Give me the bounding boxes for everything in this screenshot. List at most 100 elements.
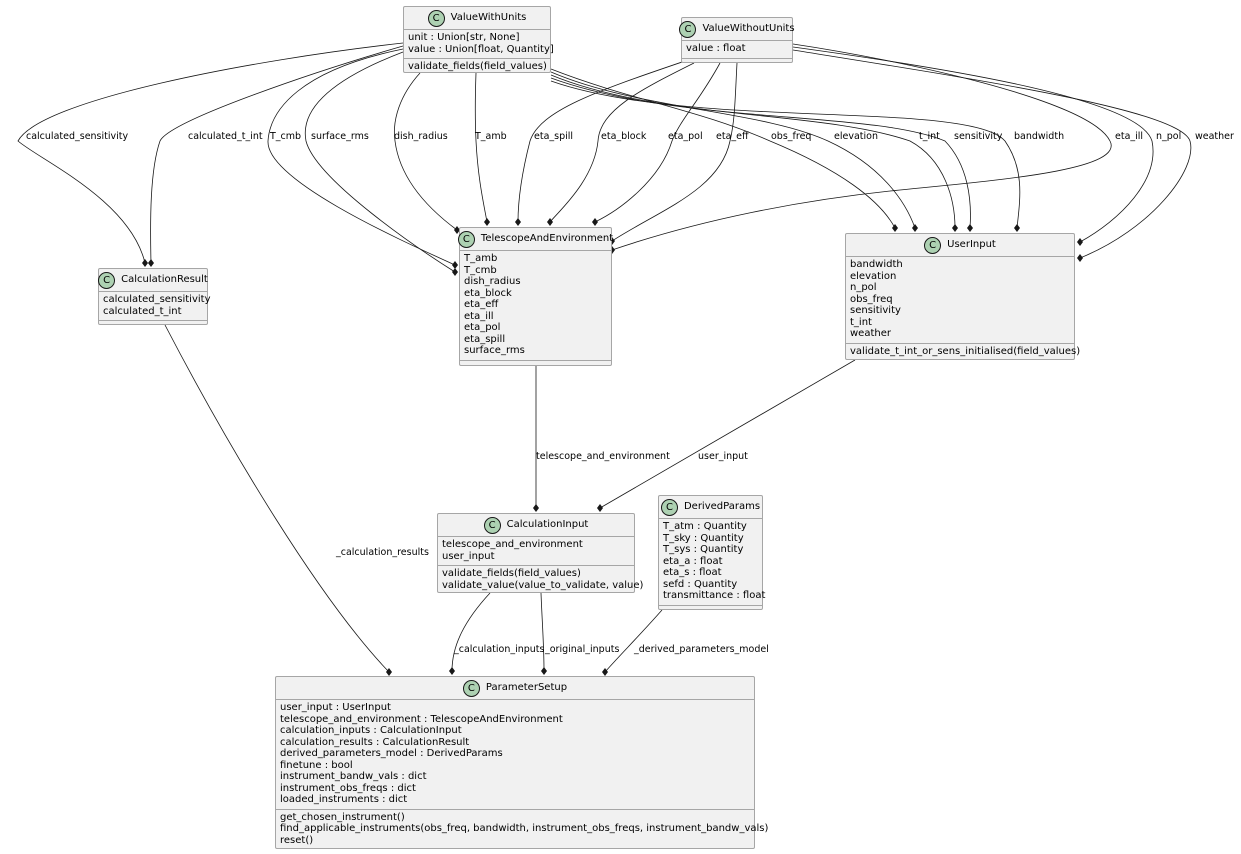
class-userinput[interactable]: C UserInput bandwidth elevation n_pol ob… bbox=[845, 233, 1081, 361]
class-calculationresult[interactable]: C CalculationResult calculated_sensitivi… bbox=[98, 268, 211, 325]
field: value : float bbox=[686, 43, 746, 54]
class-c-icon: C bbox=[679, 20, 697, 38]
composition-diamond-icon bbox=[1077, 238, 1083, 246]
fields-section: user_input : UserInput telescope_and_env… bbox=[276, 700, 754, 810]
composition-diamond-icon bbox=[454, 226, 460, 234]
edge-label: dish_radius bbox=[394, 131, 448, 142]
edge-label: n_pol bbox=[1156, 131, 1182, 142]
field: T_atm : Quantity bbox=[663, 521, 747, 532]
association-line bbox=[594, 62, 721, 223]
field: derived_parameters_model : DerivedParams bbox=[280, 748, 503, 759]
composition-diamond-icon bbox=[967, 224, 973, 232]
class-name: ParameterSetup bbox=[485, 682, 568, 694]
field: T_sky : Quantity bbox=[663, 532, 744, 544]
methods-section bbox=[682, 59, 792, 68]
edge-label: elevation bbox=[834, 131, 878, 142]
composition-diamond-icon bbox=[892, 224, 898, 232]
class-valuewithunits[interactable]: C ValueWithUnits unit : Union[str, None]… bbox=[403, 6, 554, 73]
methods-section: get_chosen_instrument() find_applicable_… bbox=[276, 810, 769, 850]
composition-diamond-icon bbox=[952, 224, 958, 232]
class-header: C CalculationInput bbox=[438, 514, 634, 537]
edge-label: eta_eff bbox=[716, 131, 749, 142]
edge-label: _derived_parameters_model bbox=[634, 644, 769, 655]
field: transmittance : float bbox=[663, 590, 766, 601]
edge-label: user_input bbox=[698, 451, 748, 462]
association-line bbox=[550, 68, 896, 229]
composition-diamond-icon bbox=[592, 218, 598, 226]
field: eta_spill bbox=[464, 333, 506, 345]
field: surface_rms bbox=[464, 345, 525, 356]
composition-diamond-icon bbox=[547, 218, 553, 226]
edge-label: surface_rms bbox=[311, 131, 369, 142]
edge-label: t_int bbox=[919, 131, 940, 142]
association-line bbox=[604, 609, 663, 673]
methods-section: validate_fields(field_values) validate_v… bbox=[438, 566, 643, 594]
field: eta_eff bbox=[464, 299, 499, 310]
composition-diamond-icon bbox=[533, 504, 539, 512]
field: instrument_obs_freqs : dict bbox=[280, 782, 416, 794]
edge-label: sensitivity bbox=[954, 131, 1003, 142]
field: T_cmb bbox=[464, 264, 497, 276]
association-line bbox=[267, 48, 456, 266]
field: calculated_sensitivity bbox=[103, 294, 211, 305]
class-c-icon: C bbox=[457, 230, 475, 248]
composition-diamond-icon bbox=[484, 218, 490, 226]
fields-section: telescope_and_environment user_input bbox=[438, 537, 634, 566]
method: find_applicable_instruments(obs_freq, ba… bbox=[280, 823, 769, 834]
class-name: DerivedParams bbox=[683, 501, 761, 513]
composition-diamond-icon bbox=[1077, 254, 1083, 262]
class-calculationinput[interactable]: C CalculationInput telescope_and_environ… bbox=[437, 513, 643, 594]
association-line bbox=[164, 324, 390, 673]
association-line bbox=[550, 71, 916, 229]
methods-section bbox=[659, 606, 762, 615]
composition-diamond-icon bbox=[452, 268, 458, 276]
method: get_chosen_instrument() bbox=[280, 811, 405, 823]
field: dish_radius bbox=[464, 276, 521, 287]
class-header: C ValueWithUnits bbox=[404, 7, 550, 30]
edge-label: telescope_and_environment bbox=[536, 451, 670, 462]
fields-section: calculated_sensitivity calculated_t_int bbox=[99, 292, 211, 321]
association-line bbox=[611, 43, 1112, 251]
association-line bbox=[304, 51, 456, 273]
class-telescopeandenvironment[interactable]: C TelescopeAndEnvironment T_amb T_cmb di… bbox=[457, 227, 613, 366]
field: bandwidth bbox=[850, 259, 903, 270]
class-header: C CalculationResult bbox=[98, 269, 208, 292]
field: eta_a : float bbox=[663, 555, 723, 567]
fields-section: T_amb T_cmb dish_radius eta_block eta_ef… bbox=[460, 251, 611, 361]
class-derivedparams[interactable]: C DerivedParams T_atm : Quantity T_sky :… bbox=[658, 495, 766, 610]
class-name: ValueWithoutUnits bbox=[702, 23, 795, 35]
edge-label: weather bbox=[1195, 131, 1234, 142]
method: validate_t_int_or_sens_initialised(field… bbox=[850, 345, 1081, 357]
association-line bbox=[550, 77, 971, 229]
fields-section: bandwidth elevation n_pol obs_freq sensi… bbox=[846, 257, 1074, 344]
edge-label: T_cmb bbox=[270, 131, 302, 142]
methods-section: validate_t_int_or_sens_initialised(field… bbox=[846, 344, 1081, 361]
class-c-icon: C bbox=[462, 679, 480, 697]
class-name: ValueWithUnits bbox=[450, 12, 527, 24]
association-line bbox=[540, 592, 545, 672]
methods-section bbox=[99, 321, 207, 330]
field: user_input : UserInput bbox=[280, 702, 391, 713]
edge-label: _calculation_inputs bbox=[454, 644, 545, 655]
composition-diamond-icon bbox=[1014, 224, 1020, 232]
association-line bbox=[611, 62, 738, 242]
association-line bbox=[549, 62, 695, 223]
class-header: C TelescopeAndEnvironment bbox=[457, 228, 613, 251]
field: unit : Union[str, None] bbox=[408, 32, 520, 43]
field: obs_freq bbox=[850, 293, 893, 305]
fields-section: T_atm : Quantity T_sky : Quantity T_sys … bbox=[659, 519, 766, 606]
field: eta_pol bbox=[464, 322, 501, 333]
composition-diamond-icon bbox=[386, 668, 392, 676]
association-line bbox=[550, 80, 1021, 229]
edge-label: eta_block bbox=[601, 131, 647, 142]
class-c-icon: C bbox=[483, 516, 501, 534]
class-valuewithoutunits[interactable]: C ValueWithoutUnits value : float bbox=[679, 17, 795, 63]
field: T_amb bbox=[464, 253, 498, 264]
class-parametersetup[interactable]: C ParameterSetup user_input : UserInput … bbox=[275, 676, 769, 850]
field: finetune : bool bbox=[280, 759, 353, 771]
method: validate_fields(field_values) bbox=[408, 61, 547, 72]
association-line bbox=[150, 45, 404, 264]
field: weather bbox=[850, 328, 891, 339]
class-c-icon: C bbox=[98, 271, 116, 289]
